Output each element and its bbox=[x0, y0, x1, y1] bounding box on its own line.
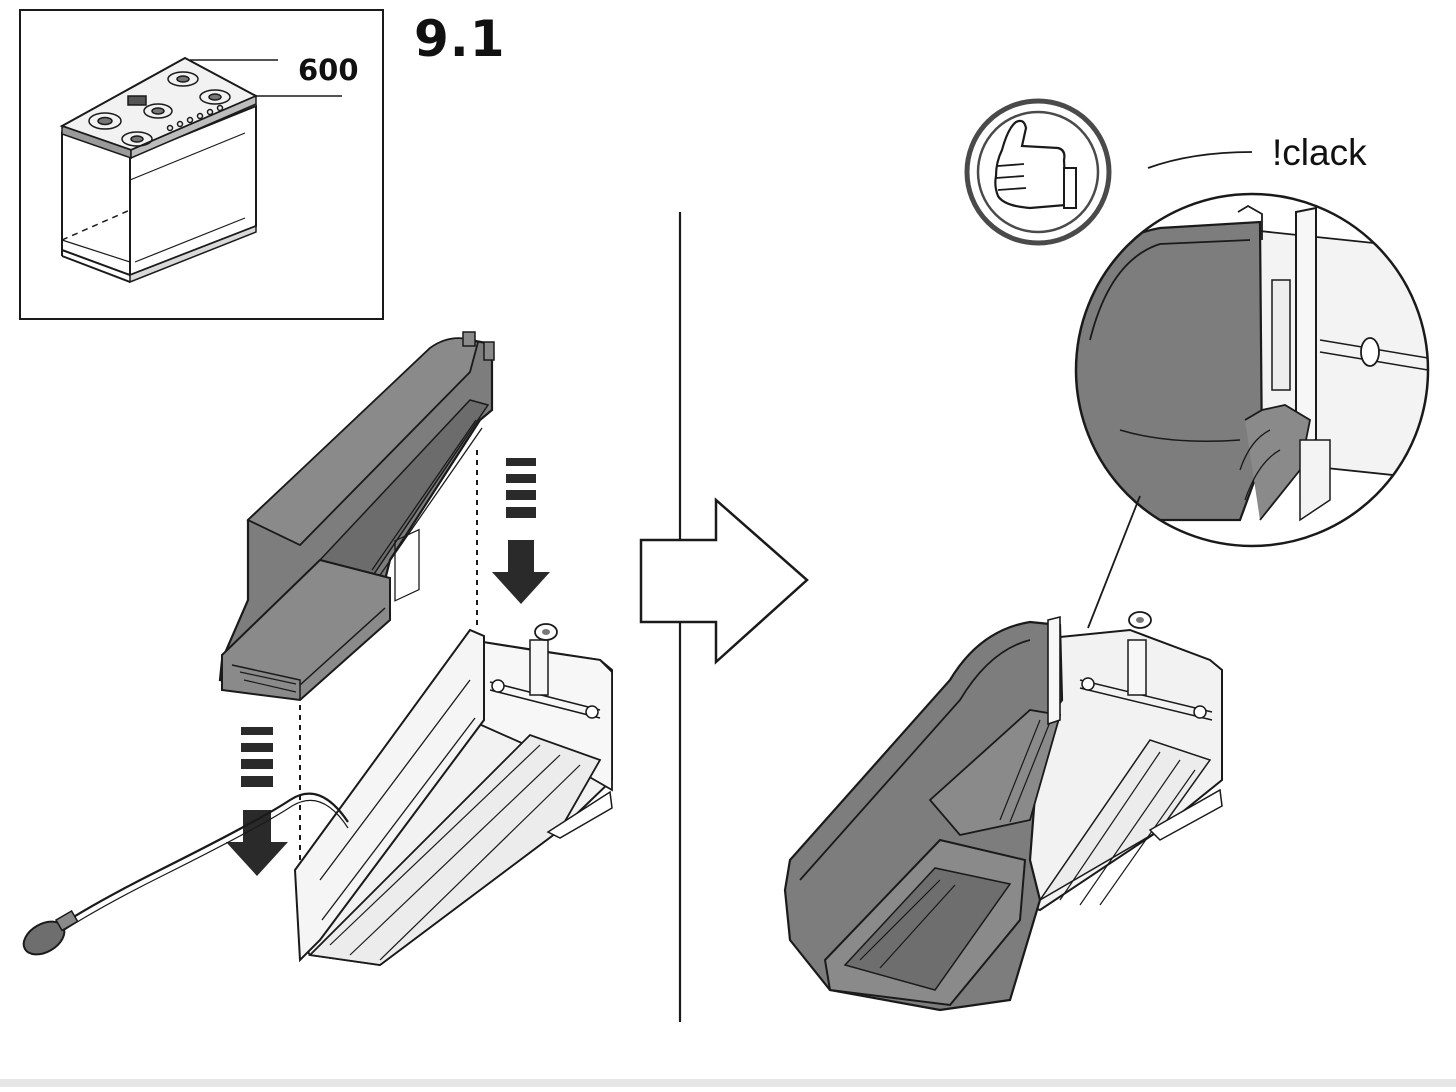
zoom-detail bbox=[1074, 151, 1430, 629]
click-sound-label: !clack bbox=[1272, 132, 1367, 173]
upper-duct-part bbox=[218, 331, 495, 702]
step-number: 9.1 bbox=[414, 10, 506, 68]
arrow-down-icon bbox=[226, 727, 288, 876]
arrow-down-icon bbox=[492, 458, 550, 604]
inset-hob-cabinet bbox=[19, 9, 384, 320]
assembled-unit bbox=[783, 611, 1223, 1012]
arrow-right-icon bbox=[639, 497, 809, 665]
plug-icon bbox=[22, 909, 79, 956]
zoom-leader-line bbox=[1087, 495, 1141, 629]
lower-base-frame bbox=[293, 528, 613, 967]
hob-width-label: 600 bbox=[298, 53, 359, 87]
power-cable bbox=[22, 792, 349, 956]
thumbs-up-icon bbox=[964, 98, 1112, 246]
hob-burners bbox=[88, 71, 231, 147]
